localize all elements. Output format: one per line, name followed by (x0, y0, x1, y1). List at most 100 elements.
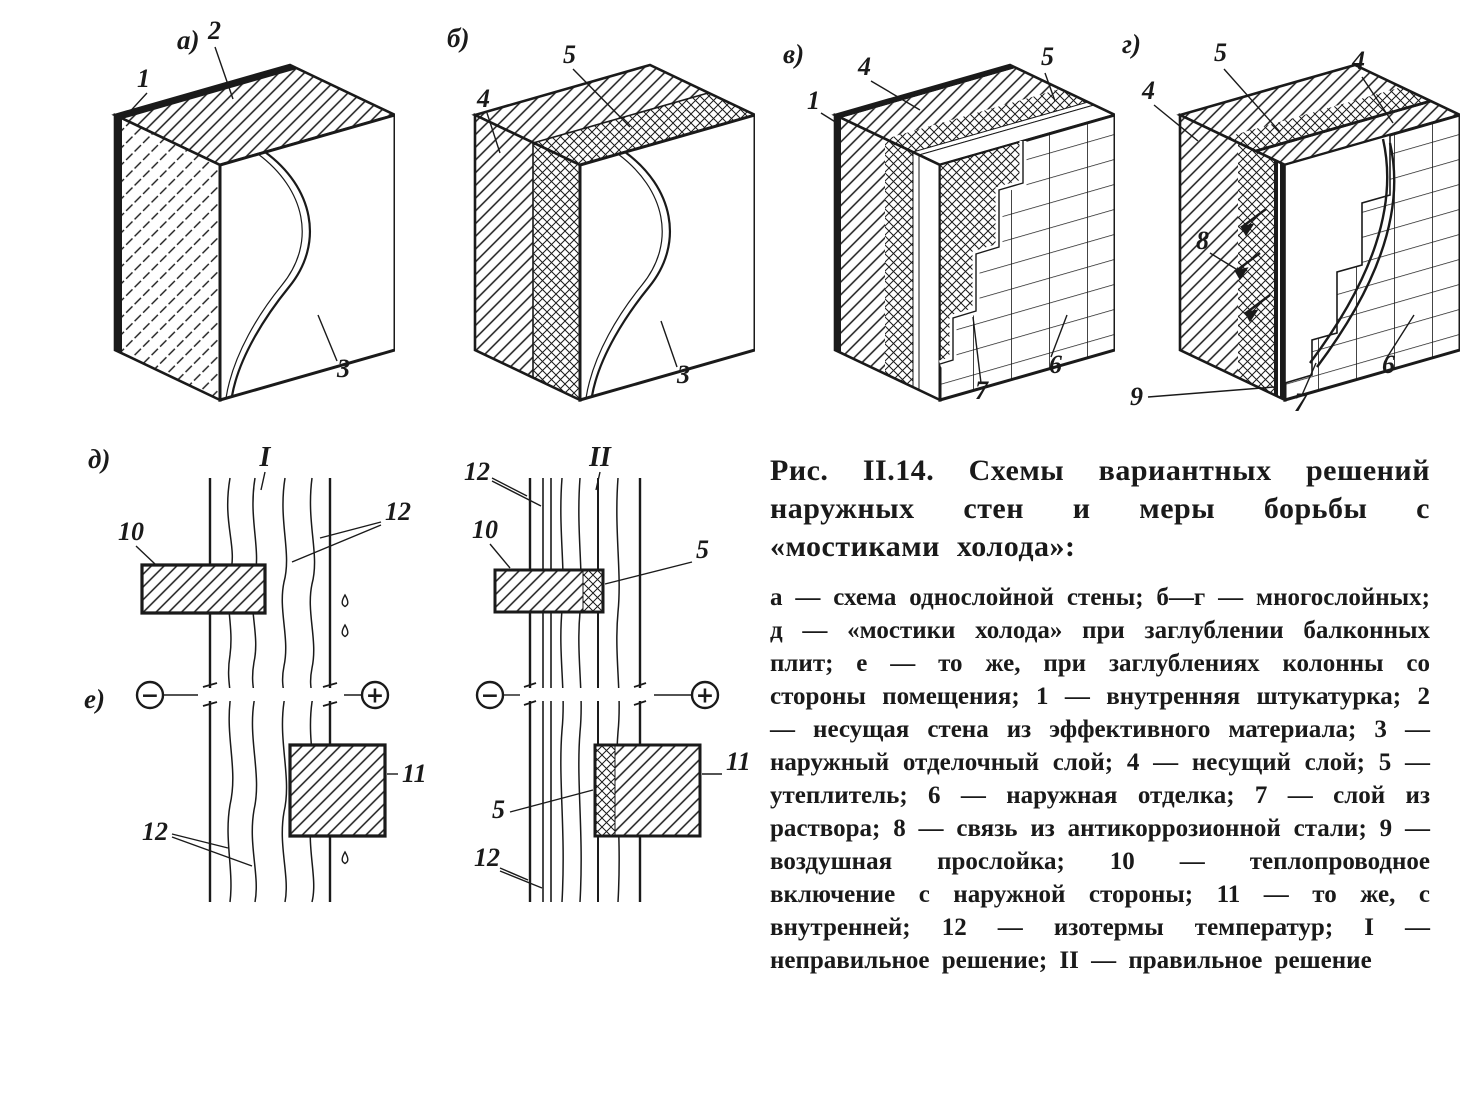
label-5: 5 (1041, 42, 1054, 71)
label-5-bottom: 5 (492, 795, 505, 824)
figure-caption: Рис. II.14. Схемы вариантных решений нар… (770, 452, 1430, 977)
label-5: 5 (563, 40, 576, 69)
top-insulation-layer (885, 89, 1088, 152)
leader-2 (214, 46, 234, 100)
label-4: 4 (857, 52, 871, 81)
leader-12c (171, 833, 229, 849)
leader-1 (820, 112, 838, 124)
numeral-II-tick (595, 471, 601, 491)
leader-4 (870, 80, 921, 111)
panel-v-drawing: в) 1 4 5 6 7 (783, 39, 1115, 405)
iso-block-multilayer (831, 63, 1115, 403)
plus-sign: + (366, 684, 384, 709)
label-11: 11 (726, 747, 751, 776)
panel-letter-v: в) (783, 39, 804, 69)
numeral-I-tick (260, 471, 266, 491)
label-5: 5 (1214, 38, 1227, 67)
break-line (590, 151, 671, 397)
top-inner-plaster-strip (115, 65, 297, 119)
condensation-droplets (341, 593, 349, 865)
insulated-block-11 (593, 743, 702, 838)
left-finish-strip (918, 154, 941, 401)
leader-12a (491, 477, 528, 497)
left-mortar-strip (912, 151, 920, 391)
panel-a-drawing: а) 1 2 3 (111, 16, 395, 403)
label-12-top: 12 (385, 497, 411, 526)
top-insulation-layer (1227, 87, 1429, 150)
panel-v-labels: в) 1 4 5 6 7 (783, 39, 1068, 405)
panel-letter-e: е) (84, 684, 105, 714)
panel-b-drawing: б) 5 4 3 (447, 23, 755, 403)
slab-end-insulation (582, 569, 604, 613)
top-insulation-layer (533, 93, 755, 165)
section-I-labels: д) е) I 10 12 11 12 (84, 442, 427, 867)
leader-12b (491, 480, 542, 507)
cold-bridge-slab-10 (140, 563, 267, 615)
front-face-finish (218, 113, 395, 402)
section-I-drawing: − + д) е) I 10 12 11 12 (84, 442, 427, 903)
block-side-insulation (594, 744, 616, 837)
warm-side-sign: + (690, 680, 720, 710)
figure-title: Рис. II.14. Схемы вариантных решений нар… (770, 454, 1430, 563)
left-insulation-layer (1238, 143, 1274, 395)
top-air-gap-strip (1254, 100, 1433, 152)
left-bearing-layer (841, 118, 885, 374)
leader-4-right (1361, 76, 1394, 124)
leader-10 (489, 543, 511, 569)
left-bearing-layer (475, 115, 533, 378)
leader-7 (972, 316, 982, 384)
panel-letter-a: а) (177, 25, 200, 55)
iso-block-cavity-wall (1176, 63, 1460, 403)
numeral-I: I (259, 442, 272, 473)
top-face (115, 65, 395, 165)
left-insulation-layer (885, 139, 913, 387)
panel-letter-d: д) (88, 444, 110, 474)
label-7: 7 (1294, 388, 1308, 417)
label-10: 10 (118, 517, 144, 546)
panel-letter-b: б) (447, 23, 469, 53)
top-plaster-strip (835, 65, 1016, 118)
label-12-bottom: 12 (474, 843, 500, 872)
mortar-band-line (939, 141, 1024, 365)
label-9: 9 (1130, 382, 1143, 411)
top-bearing-layer (1180, 65, 1402, 137)
steel-ties (1234, 208, 1271, 323)
leader-5 (1223, 68, 1281, 133)
break-line-inner (225, 153, 303, 399)
panel-g-labels: г) 5 4 4 8 9 7 6 (1122, 29, 1415, 417)
panel-letter-g: г) (1122, 29, 1141, 59)
numeral-II: II (588, 442, 612, 473)
break-ticks (164, 682, 361, 707)
label-5-top: 5 (696, 535, 709, 564)
section-break-gap (520, 688, 652, 701)
iso-block-single-layer (111, 63, 395, 403)
leader-12b (291, 524, 382, 563)
top-outer-leaf (1258, 102, 1460, 165)
plus-sign: + (696, 684, 714, 709)
leader-12d (171, 836, 253, 867)
break-ticks (504, 682, 691, 706)
left-plaster-strip (835, 115, 841, 353)
leader-9 (1147, 386, 1275, 398)
top-bearing-layer (841, 68, 1060, 139)
label-3: 3 (676, 360, 690, 389)
label-6: 6 (1049, 350, 1062, 379)
leader-5b (509, 789, 594, 813)
leader-6 (1385, 314, 1415, 360)
leader-5 (572, 68, 631, 128)
label-4: 4 (476, 84, 490, 113)
label-3: 3 (336, 354, 350, 383)
label-12-top: 12 (464, 457, 490, 486)
leader-3 (660, 320, 678, 368)
label-2: 2 (207, 16, 221, 45)
section-break-gap (198, 688, 344, 701)
label-6: 6 (1382, 350, 1395, 379)
leader-5 (1044, 72, 1056, 102)
leader-7 (1301, 362, 1317, 396)
curved-reveal-line-2 (1316, 142, 1396, 368)
break-line-inner (585, 153, 663, 399)
leader-4-left (1153, 104, 1199, 142)
left-face-bearing-wall (115, 115, 220, 400)
panel-a-labels: а) 1 2 3 (123, 16, 350, 383)
